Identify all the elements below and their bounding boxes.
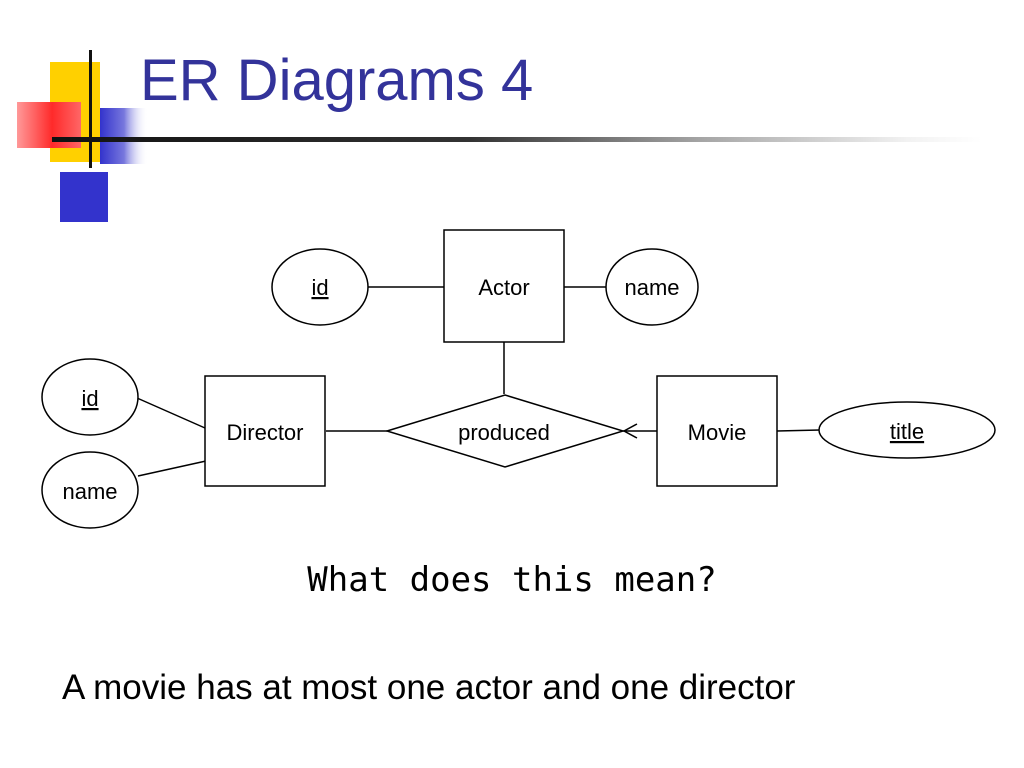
attribute-director-name	[41, 451, 139, 529]
edge-director-id	[136, 397, 206, 429]
entity-actor-label: Actor	[478, 275, 529, 300]
entity-movie-label: Movie	[688, 420, 747, 445]
entity-actor	[443, 229, 565, 343]
slide-logo	[17, 50, 148, 222]
logo-blue-square	[60, 172, 108, 222]
edge-director-name	[137, 460, 207, 477]
attribute-director-id	[41, 358, 139, 436]
attribute-movie-title	[818, 401, 996, 459]
attribute-actor-name-label: name	[624, 275, 679, 300]
relationship-produced-label: produced	[458, 420, 550, 445]
relationship-produced	[384, 394, 626, 468]
answer-text: A movie has at most one actor and one di…	[62, 668, 796, 707]
attribute-director-id-label: id	[81, 386, 98, 411]
entity-director	[204, 375, 326, 487]
attribute-actor-id	[271, 248, 369, 326]
attribute-director-name-label: name	[62, 479, 117, 504]
attribute-actor-name	[605, 248, 699, 326]
logo-blue-bar	[100, 108, 148, 164]
title-divider	[52, 137, 982, 142]
entity-director-label: Director	[226, 420, 303, 445]
attribute-actor-id-label: id	[311, 275, 328, 300]
slide-title: ER Diagrams 4	[140, 48, 534, 113]
entity-movie	[656, 375, 778, 487]
edge-movie-title	[776, 429, 821, 432]
logo-vertical-line	[89, 50, 92, 168]
attribute-movie-title-label: title	[890, 419, 924, 444]
question-text: What does this mean?	[307, 560, 717, 600]
